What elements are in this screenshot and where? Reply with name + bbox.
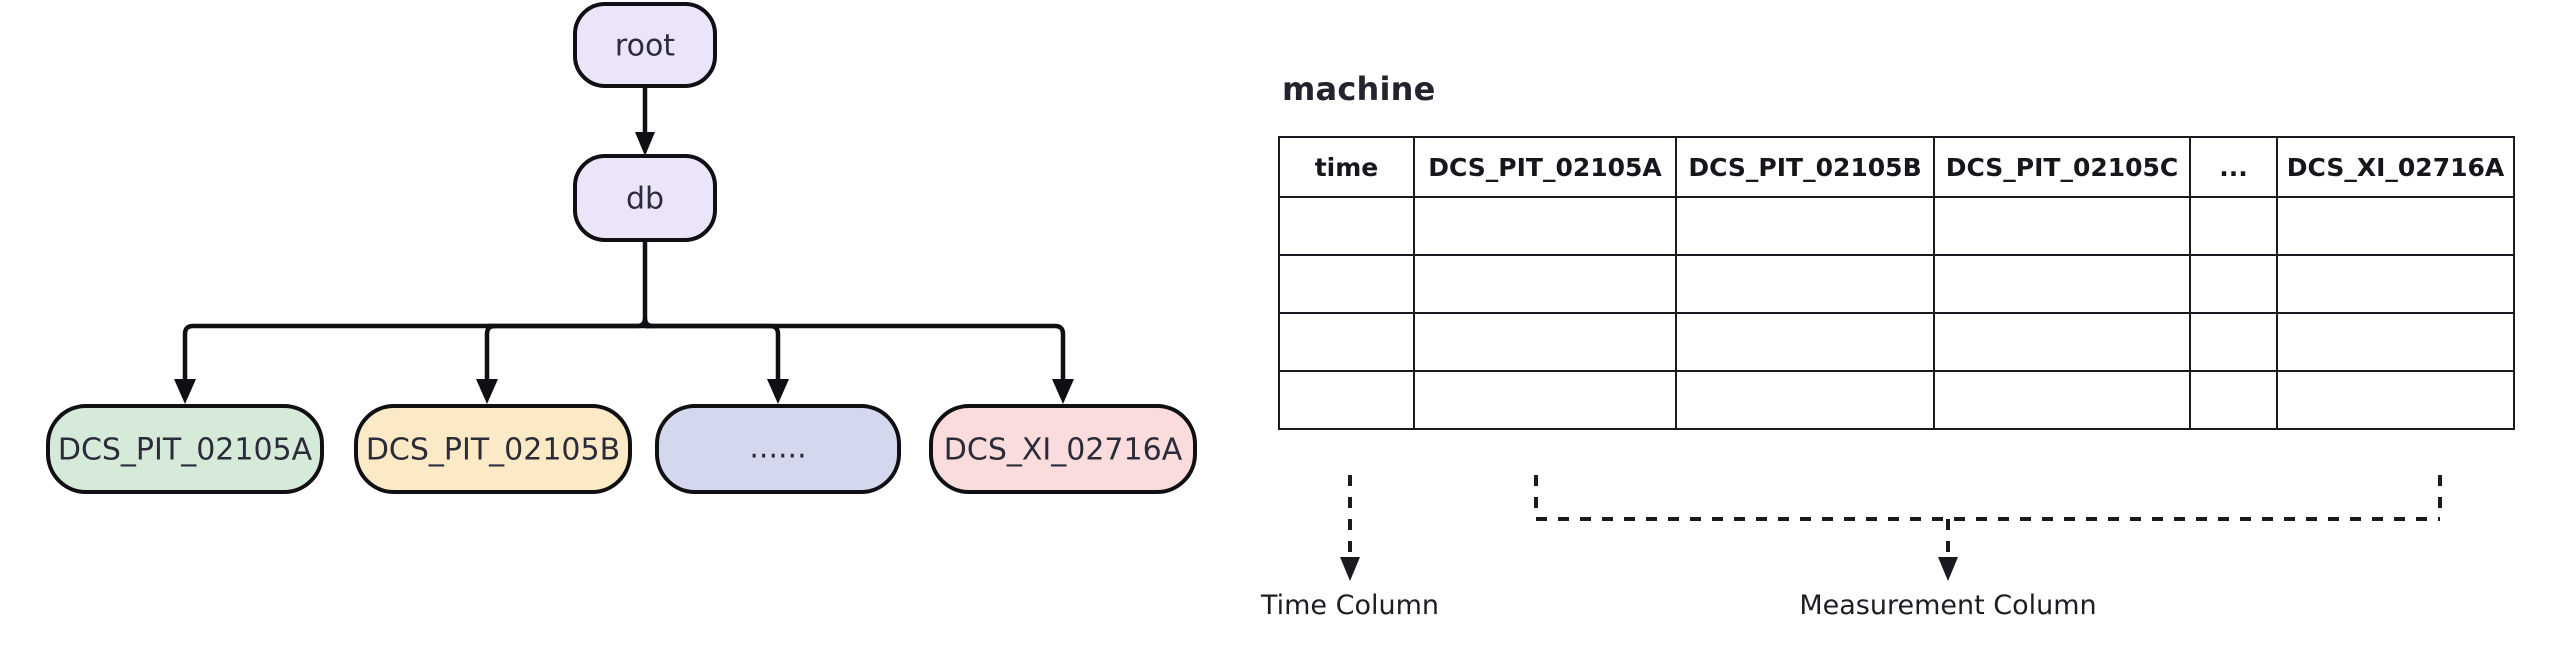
column-header-dcs-pit-02105b[interactable]: DCS_PIT_02105B xyxy=(1675,136,1935,198)
tree-node-dcs-pit-02105b-label: DCS_PIT_02105B xyxy=(366,433,620,468)
tree-node-dcs-pit-02105b[interactable]: DCS_PIT_02105B xyxy=(354,404,632,494)
edge-db-to-leaf3 xyxy=(645,323,781,388)
table-row xyxy=(1278,370,2515,430)
column-header-dcs-pit-02105c[interactable]: DCS_PIT_02105C xyxy=(1933,136,2191,198)
tree-node-ellipsis[interactable]: ...... xyxy=(655,404,901,494)
table-cell[interactable] xyxy=(2276,370,2515,430)
table-cell[interactable] xyxy=(1933,312,2191,372)
tree-node-db-shape xyxy=(573,154,717,242)
table-cell[interactable] xyxy=(2189,312,2278,372)
table-cell[interactable] xyxy=(1933,254,2191,314)
table-cell[interactable] xyxy=(2276,312,2515,372)
tree-node-dcs-xi-02716a-shape xyxy=(929,404,1197,494)
machine-schema-table: time DCS_PIT_02105A DCS_PIT_02105B DCS_P… xyxy=(1278,136,2515,430)
measurement-column-annotation-label: Measurement Column xyxy=(1799,590,2096,621)
table-cell[interactable] xyxy=(1675,196,1935,256)
table-cell[interactable] xyxy=(1675,370,1935,430)
edge-db-to-leaf4 xyxy=(645,323,1066,388)
arrowhead-root-to-db xyxy=(635,132,655,156)
table-row xyxy=(1278,254,2515,314)
table-body xyxy=(1278,196,2515,430)
edge-db-to-leaf1 xyxy=(182,240,648,388)
table-cell[interactable] xyxy=(2189,370,2278,430)
table-cell[interactable] xyxy=(2276,254,2515,314)
table-cell[interactable] xyxy=(1413,312,1677,372)
tree-node-dcs-pit-02105a-label: DCS_PIT_02105A xyxy=(58,433,313,468)
table-row xyxy=(1278,196,2515,256)
table-cell[interactable] xyxy=(1675,312,1935,372)
tree-diagram: root db DCS_PIT_02105A DCS_PIT_02105B ..… xyxy=(46,2,1197,494)
tree-node-root-label: root xyxy=(615,29,675,64)
table-cell[interactable] xyxy=(2189,196,2278,256)
column-header-time[interactable]: time xyxy=(1278,136,1415,198)
table-cell[interactable] xyxy=(1278,312,1415,372)
arrowhead-leaf3 xyxy=(767,379,789,404)
table-cell[interactable] xyxy=(1933,196,2191,256)
column-header-ellipsis[interactable]: ... xyxy=(2189,136,2278,198)
edge-db-to-leaf2 xyxy=(484,323,496,388)
tree-node-root-shape xyxy=(573,2,717,88)
column-header-dcs-xi-02716a[interactable]: DCS_XI_02716A xyxy=(2276,136,2515,198)
tree-node-db[interactable]: db xyxy=(573,154,717,242)
table-title: machine xyxy=(1282,70,1436,108)
table-cell[interactable] xyxy=(1278,254,1415,314)
tree-node-dcs-xi-02716a-label: DCS_XI_02716A xyxy=(944,433,1183,468)
table-cell[interactable] xyxy=(1413,370,1677,430)
arrowhead-leaf1 xyxy=(174,379,196,404)
tree-node-dcs-xi-02716a[interactable]: DCS_XI_02716A xyxy=(929,404,1197,494)
edge-fork-bar-left-inner xyxy=(487,317,656,329)
tree-node-ellipsis-shape xyxy=(655,404,901,494)
arrowhead-leaf4 xyxy=(1052,379,1074,404)
time-column-arrowhead xyxy=(1340,557,1360,581)
table-annotations: Time Column Measurement Column xyxy=(1260,475,2442,621)
table-cell[interactable] xyxy=(1278,370,1415,430)
tree-node-ellipsis-label: ...... xyxy=(749,431,806,466)
machine-table-panel: machine time DCS_PIT_02105A DCS_PIT_0210… xyxy=(1278,70,2528,430)
arrowhead-leaf2 xyxy=(476,379,498,404)
table-cell[interactable] xyxy=(1413,196,1677,256)
table-cell[interactable] xyxy=(2276,196,2515,256)
table-header-row: time DCS_PIT_02105A DCS_PIT_02105B DCS_P… xyxy=(1278,136,2515,198)
column-header-dcs-pit-02105a[interactable]: DCS_PIT_02105A xyxy=(1413,136,1677,198)
table-cell[interactable] xyxy=(1675,254,1935,314)
tree-node-db-label: db xyxy=(626,182,664,217)
table-cell[interactable] xyxy=(1413,254,1677,314)
table-cell[interactable] xyxy=(1933,370,2191,430)
table-header: time DCS_PIT_02105A DCS_PIT_02105B DCS_P… xyxy=(1278,136,2515,198)
table-cell[interactable] xyxy=(2189,254,2278,314)
table-cell[interactable] xyxy=(1278,196,1415,256)
tree-node-dcs-pit-02105b-shape xyxy=(354,404,632,494)
tree-node-dcs-pit-02105a[interactable]: DCS_PIT_02105A xyxy=(46,404,324,494)
measurement-column-arrowhead xyxy=(1938,557,1958,581)
tree-node-root[interactable]: root xyxy=(573,2,717,88)
tree-node-dcs-pit-02105a-shape xyxy=(46,404,324,494)
table-row xyxy=(1278,312,2515,372)
time-column-annotation-label: Time Column xyxy=(1260,590,1439,621)
